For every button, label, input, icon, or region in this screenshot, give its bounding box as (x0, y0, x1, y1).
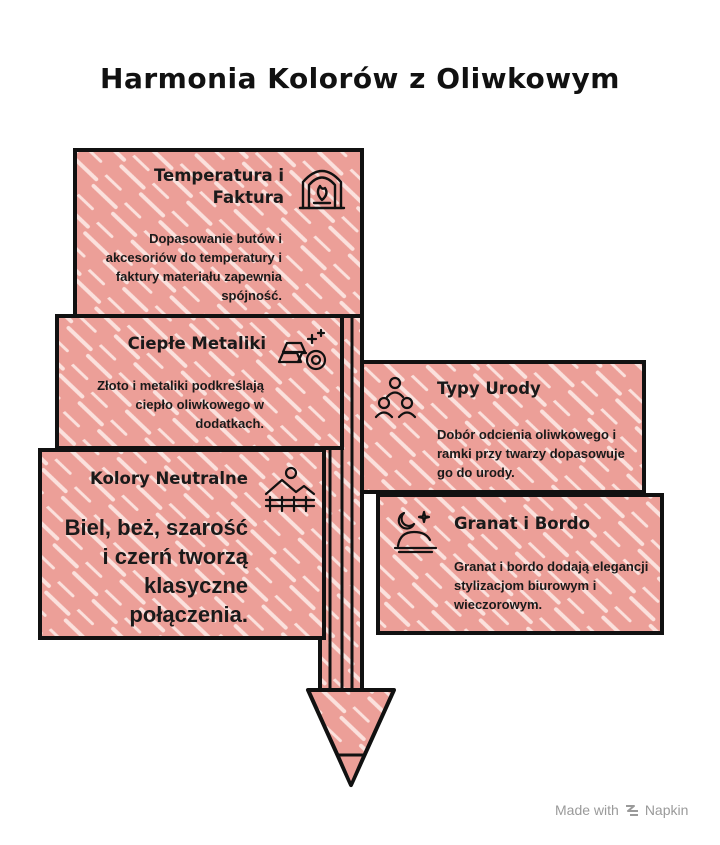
page-title: Harmonia Kolorów z Oliwkowym (100, 62, 620, 95)
dinner-night-icon (393, 510, 438, 554)
landscape-fence-icon (264, 466, 316, 513)
card-heading-typy: Typy Urody (437, 379, 541, 398)
card-heading-temperatura: Temperatura i Faktura (100, 165, 284, 209)
card-body-neutralne: Biel, beż, szarość i czerń tworzą klasyc… (64, 515, 248, 627)
card-body-granat: Granat i bordo dodają elegancji stylizac… (454, 559, 649, 612)
card-heading-neutralne: Kolory Neutralne (90, 469, 248, 488)
card-body-metaliki: Złoto i metaliki podkreślają ciepło oliw… (97, 378, 264, 431)
footer-brand: Napkin (644, 802, 689, 818)
card-body-temperatura: Dopasowanie butów i akcesoriów do temper… (105, 231, 282, 303)
card-frame-typy (360, 360, 646, 494)
card-heading-granat: Granat i Bordo (454, 514, 590, 533)
fireplace-icon (298, 169, 346, 210)
card-frame-temperatura (73, 148, 364, 318)
napkin-logo-icon (625, 805, 638, 816)
card-heading-metaliki: Ciepłe Metaliki (127, 334, 266, 353)
people-group-icon (374, 376, 417, 419)
pencil-tip (306, 688, 396, 787)
card-frame-metaliki (55, 314, 344, 450)
gold-bars-icon (277, 328, 327, 371)
card-heading-line: Temperatura i (153, 166, 284, 185)
footer-made-with: Made with (555, 802, 619, 818)
card-body-typy: Dobór odcienia oliwkowego i ramki przy t… (437, 427, 625, 480)
footer-credit[interactable]: Made with Napkin (555, 802, 688, 818)
card-frame-neutralne (38, 448, 326, 640)
card-heading-line: Faktura (212, 188, 284, 207)
